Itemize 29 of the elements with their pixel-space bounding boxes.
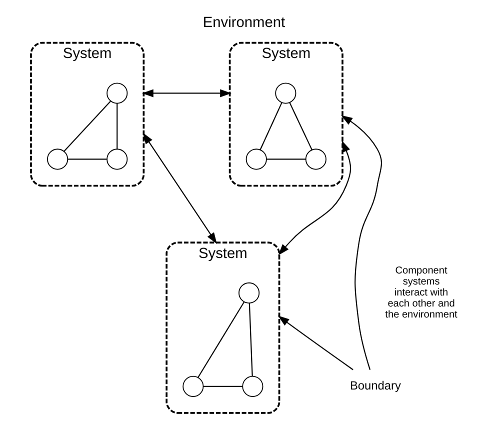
node-circle	[238, 282, 260, 304]
arrow	[341, 115, 382, 370]
node-circle	[106, 82, 128, 104]
label: Component systems interact with each other and the environment	[385, 266, 458, 321]
connector	[116, 103, 118, 150]
node-circle	[47, 148, 68, 170]
connector	[266, 158, 306, 160]
node-text: Boundary	[350, 378, 401, 393]
node-circle	[305, 148, 326, 170]
arrow	[278, 140, 352, 256]
cluster: System	[166, 242, 280, 414]
cluster: System	[228, 42, 344, 187]
node-circle	[246, 148, 267, 170]
connector	[260, 102, 282, 150]
connector	[289, 102, 312, 150]
node-circle	[275, 82, 296, 104]
node-circle	[242, 376, 264, 397]
arrow	[142, 89, 232, 98]
connector	[198, 302, 245, 378]
connector	[203, 386, 242, 387]
arrow	[278, 316, 354, 370]
connector	[248, 303, 253, 376]
arrow	[142, 132, 217, 244]
node-circle	[106, 148, 128, 170]
cluster: System	[30, 42, 145, 187]
connector	[68, 158, 107, 160]
connector	[64, 100, 111, 152]
diagram-title: Environment	[202, 15, 286, 32]
node-circle	[182, 376, 204, 397]
